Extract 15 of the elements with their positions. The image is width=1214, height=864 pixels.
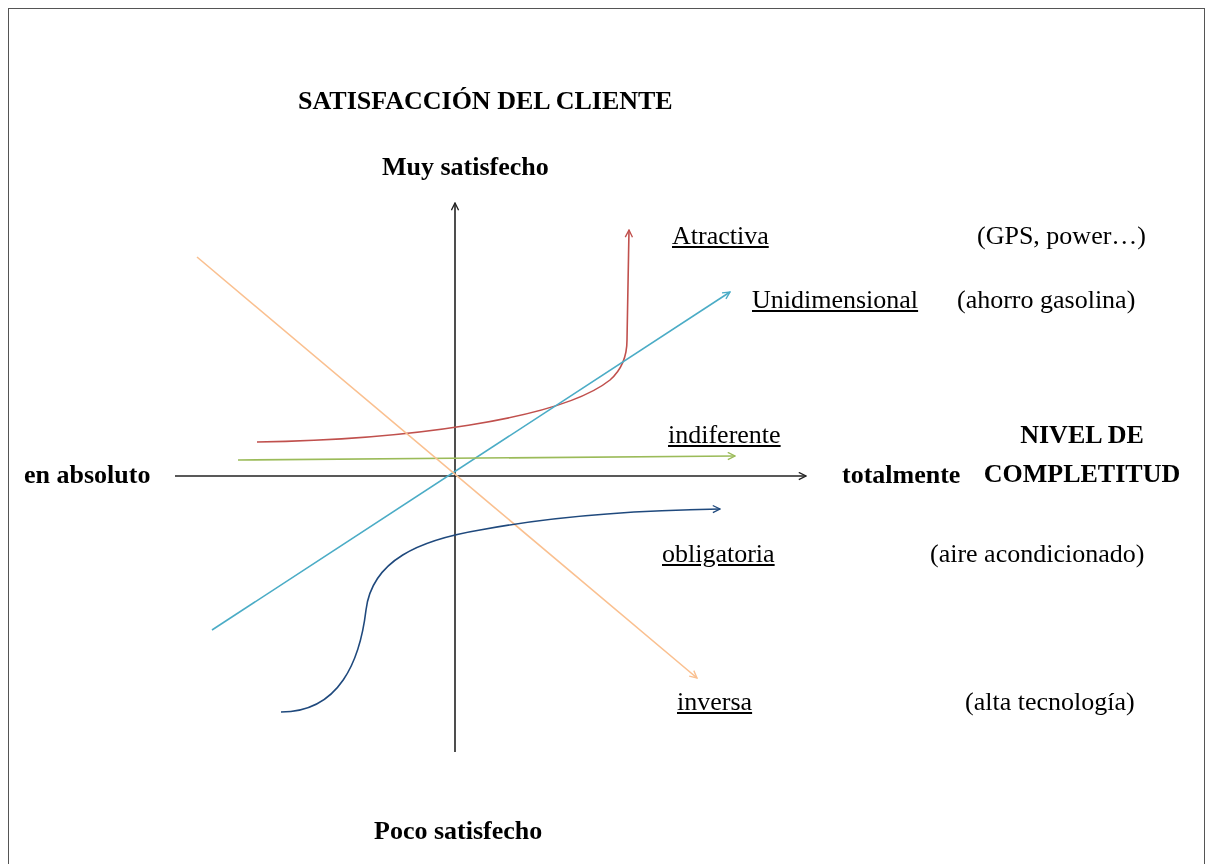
axis-label: Poco satisfecho — [374, 816, 543, 846]
curve-label: inversa — [677, 687, 753, 717]
example-text: (GPS, power…) — [977, 221, 1146, 251]
example-text: (alta tecnología) — [965, 687, 1135, 717]
curve-label: Atractiva — [672, 221, 769, 251]
example-text: (aire acondicionado) — [930, 539, 1145, 569]
axis-label: en absoluto — [24, 460, 151, 490]
axis-label: totalmente — [842, 460, 961, 490]
curve-label: Unidimensional — [752, 285, 919, 315]
axis-title: NIVEL DE COMPLETITUD — [982, 419, 1182, 490]
example-text: (ahorro gasolina) — [957, 285, 1136, 315]
axis-label: Muy satisfecho — [382, 152, 549, 182]
chart-title: SATISFACCIÓN DEL CLIENTE — [298, 86, 673, 116]
curve-label: obligatoria — [662, 539, 775, 569]
curve-label: indiferente — [668, 420, 781, 450]
